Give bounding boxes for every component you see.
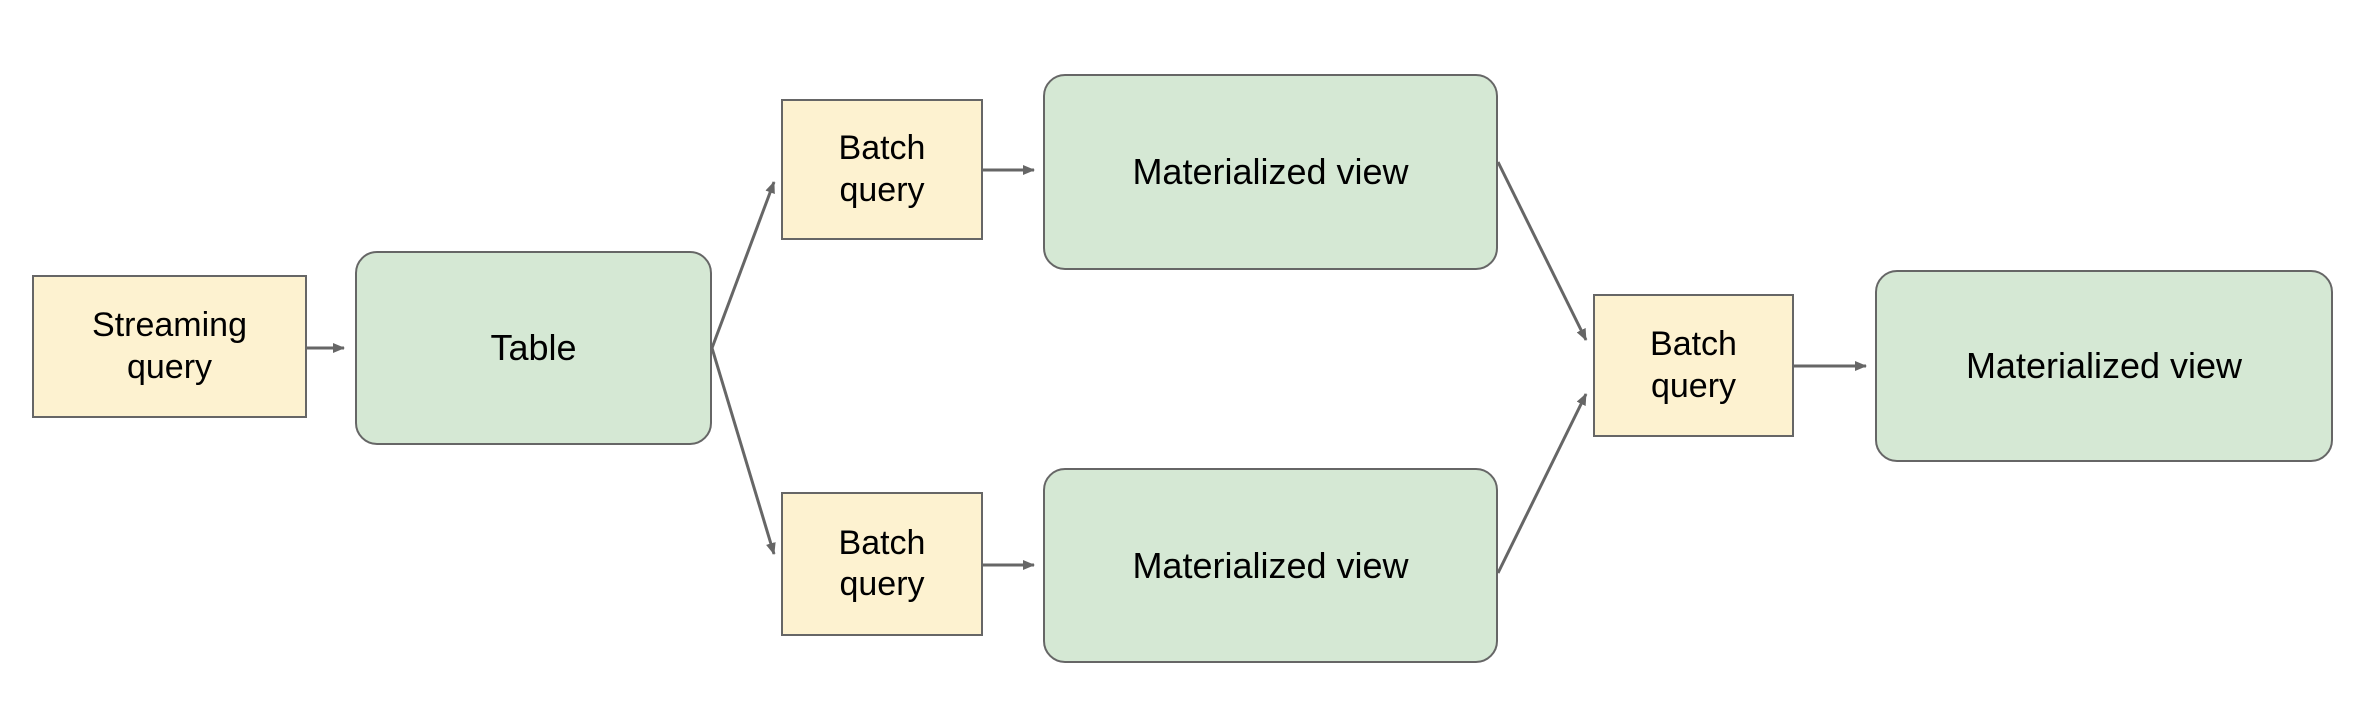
node-table-label: Table xyxy=(490,327,577,369)
edge-table-to-batch-query-top xyxy=(710,181,776,349)
node-batch-query-top[interactable]: Batch query xyxy=(781,99,983,240)
node-table[interactable]: Table xyxy=(355,251,712,445)
edge-materialized-view-bottom-to-batch-query-right xyxy=(1496,393,1588,574)
node-batch-query-right[interactable]: Batch query xyxy=(1593,294,1794,437)
node-materialized-view-top-label: Materialized view xyxy=(1132,151,1409,193)
node-materialized-view-bottom[interactable]: Materialized view xyxy=(1043,468,1498,663)
node-batch-query-bottom-label: Batch query xyxy=(838,523,926,603)
node-streaming-query[interactable]: Streaming query xyxy=(32,275,307,418)
edge-materialized-view-top-to-batch-query-right xyxy=(1496,161,1588,341)
edge-table-to-batch-query-bottom xyxy=(710,347,776,555)
node-materialized-view-top[interactable]: Materialized view xyxy=(1043,74,1498,270)
node-materialized-view-right[interactable]: Materialized view xyxy=(1875,270,2333,462)
node-materialized-view-bottom-label: Materialized view xyxy=(1132,544,1409,586)
node-batch-query-bottom[interactable]: Batch query xyxy=(781,492,983,636)
node-streaming-query-label: Streaming query xyxy=(92,306,247,386)
node-batch-query-top-label: Batch query xyxy=(838,129,926,209)
node-batch-query-right-label: Batch query xyxy=(1650,325,1737,405)
node-materialized-view-right-label: Materialized view xyxy=(1965,345,2243,387)
